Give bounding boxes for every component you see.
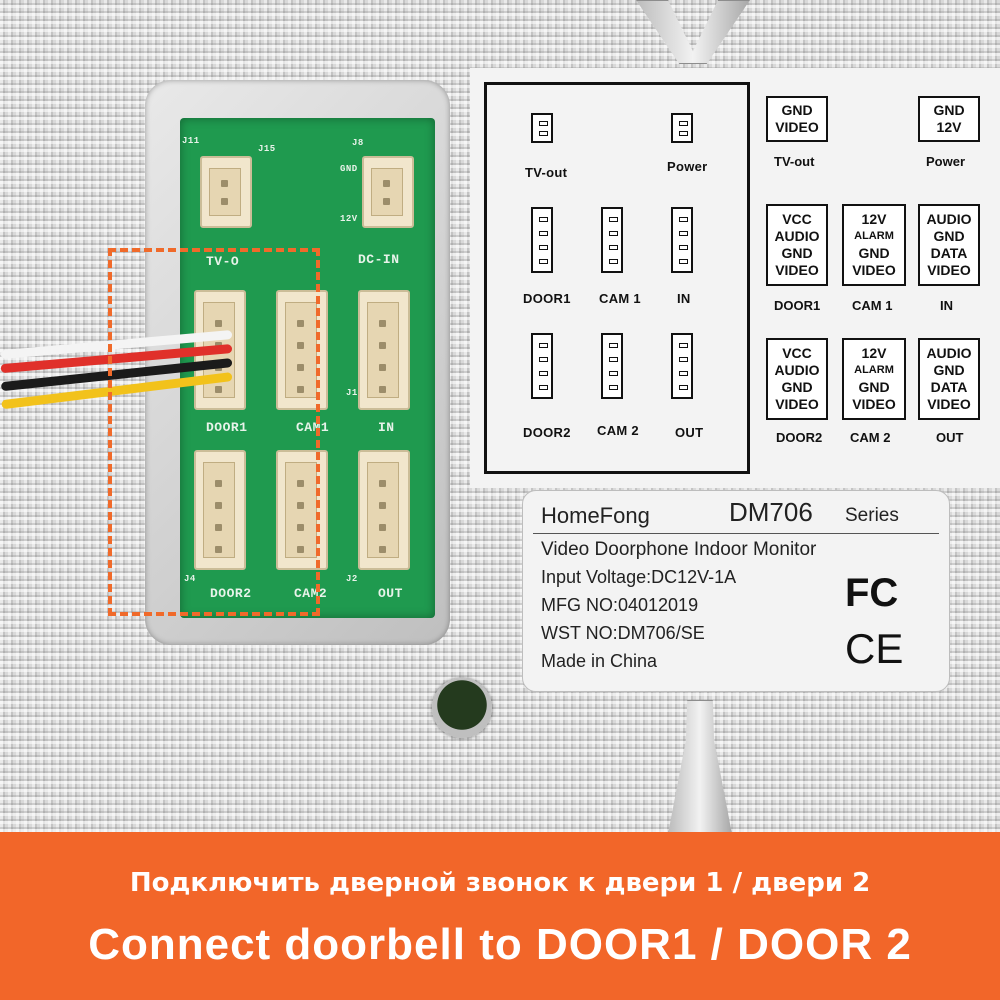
label-j15: J15 xyxy=(258,144,276,154)
out-pin-label: OUT xyxy=(675,425,704,440)
door2-pin-label: DOOR2 xyxy=(523,425,571,440)
instruction-russian: Подключить дверной звонок к двери 1 / дв… xyxy=(129,868,871,898)
label-j1: J1 xyxy=(346,388,358,398)
connector-tv-o xyxy=(200,156,252,228)
monitor-back-panel: TV-O DC-IN J11 J15 J8 GND 12V DOOR1 CAM1… xyxy=(0,0,1000,834)
cam1-pin-icon xyxy=(601,207,623,273)
pin-diagram-label xyxy=(470,68,1000,488)
label-cam1: CAM1 xyxy=(296,420,330,435)
product-label: HomeFong DM706 Series Video Doorphone In… xyxy=(522,490,950,692)
label-j11: J11 xyxy=(182,136,200,146)
label-j8: J8 xyxy=(352,138,364,148)
pinout-out-label: OUT xyxy=(936,430,964,445)
out-pin-icon xyxy=(671,333,693,399)
pinout-tv-out-label: TV-out xyxy=(774,154,815,169)
ce-mark: CE xyxy=(845,625,904,672)
brand-name: HomeFong xyxy=(541,503,650,528)
mfg-number-text: MFG NO:04012019 xyxy=(541,595,699,615)
label-j4: J4 xyxy=(184,574,196,584)
door1-pin-label: DOOR1 xyxy=(523,291,571,306)
label-gnd: GND xyxy=(340,164,358,174)
label-out: OUT xyxy=(378,586,403,601)
label-divider xyxy=(533,533,939,534)
label-j2: J2 xyxy=(346,574,358,584)
door1-pin-icon xyxy=(531,207,553,273)
input-voltage-text: Input Voltage:DC12V-1A xyxy=(541,567,737,587)
pin-diagram-box: TV-out Power DOOR1 CAM 1 IN DOOR2 CAM 2 … xyxy=(484,82,750,474)
tv-out-label: TV-out xyxy=(525,165,568,180)
in-pin-label: IN xyxy=(677,291,691,306)
door2-pin-icon xyxy=(531,333,553,399)
power-pin-icon xyxy=(671,113,693,143)
pinout-power-label: Power xyxy=(926,154,966,169)
in-pin-icon xyxy=(671,207,693,273)
series-text: Series xyxy=(845,505,899,526)
label-12v: 12V xyxy=(340,214,358,224)
model-number: DM706 xyxy=(729,497,813,527)
connector-in xyxy=(358,290,410,410)
connector-door2 xyxy=(194,450,246,570)
connector-dc-in xyxy=(362,156,414,228)
power-label: Power xyxy=(667,159,708,174)
wst-number-text: WST NO:DM706/SE xyxy=(541,623,705,643)
label-dc-in: DC-IN xyxy=(358,252,400,267)
instruction-english: Connect doorbell to DOOR1 / DOOR 2 xyxy=(88,920,912,969)
cam2-pin-label: CAM 2 xyxy=(597,423,639,438)
label-door2: DOOR2 xyxy=(210,586,252,601)
pinout-door1-label: DOOR1 xyxy=(774,298,821,313)
pinout-cam2-label: CAM 2 xyxy=(850,430,891,445)
pinout-door2-label: DOOR2 xyxy=(776,430,823,445)
mounting-hook-top xyxy=(636,0,750,64)
mounting-hook-bottom xyxy=(668,700,732,834)
mounting-hole xyxy=(432,678,492,738)
label-door1: DOOR1 xyxy=(206,420,248,435)
cam1-pin-label: CAM 1 xyxy=(599,291,641,306)
pinout-in-label: IN xyxy=(940,298,953,313)
pinout-cam1-label: CAM 1 xyxy=(852,298,893,313)
door-connectors-highlight xyxy=(108,248,320,616)
origin-text: Made in China xyxy=(541,651,658,671)
cam2-pin-icon xyxy=(601,333,623,399)
description-text: Video Doorphone Indoor Monitor xyxy=(541,539,817,560)
connector-out xyxy=(358,450,410,570)
instruction-banner xyxy=(0,832,1000,1000)
label-in: IN xyxy=(378,420,395,435)
circuit-board: TV-O DC-IN J11 J15 J8 GND 12V DOOR1 CAM1… xyxy=(180,118,435,618)
fcc-mark: FC xyxy=(845,571,899,615)
label-tv-o: TV-O xyxy=(206,254,240,269)
tv-out-pin-icon xyxy=(531,113,553,143)
